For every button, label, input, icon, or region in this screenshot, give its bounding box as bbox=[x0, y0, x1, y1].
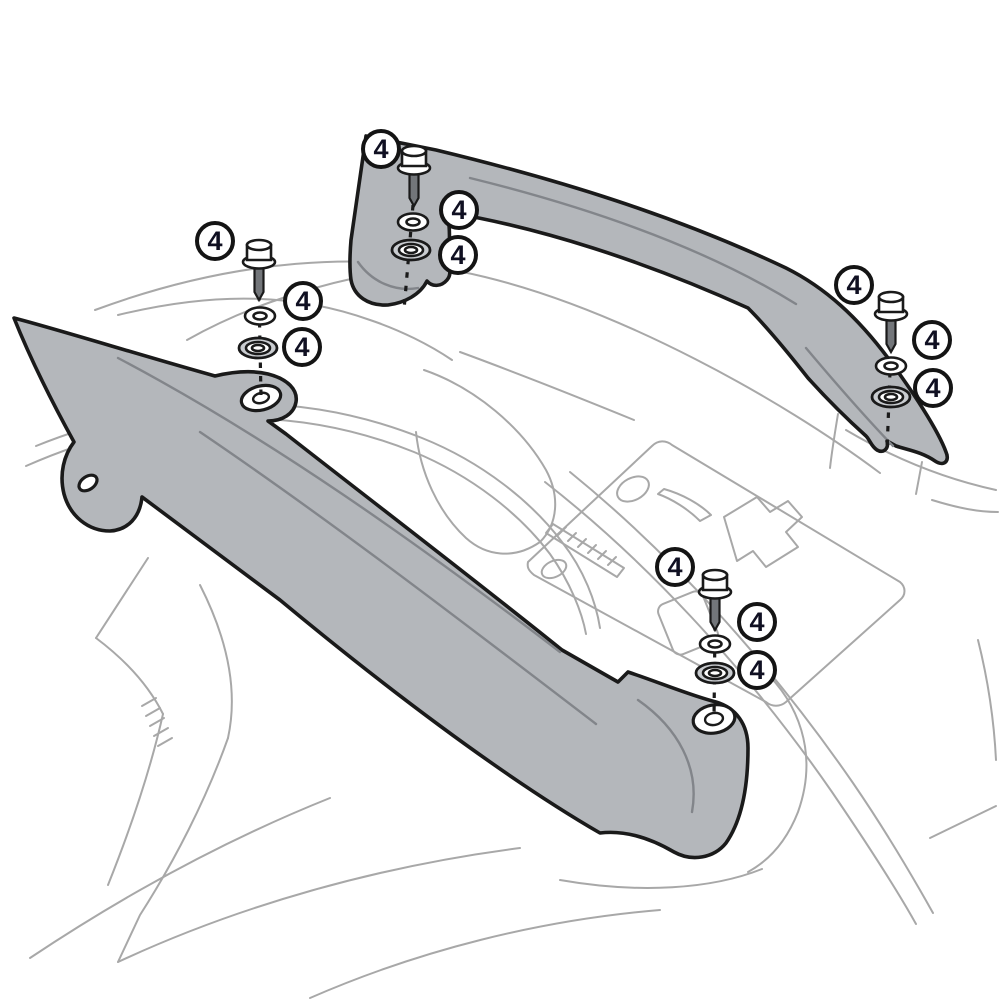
frame-hatched-slot bbox=[545, 523, 625, 578]
motorcycle-tail-linework bbox=[25, 260, 999, 999]
part-callout-4: 4 bbox=[737, 650, 777, 690]
washer-small bbox=[243, 306, 277, 326]
part-callout-4: 4 bbox=[282, 327, 322, 367]
frame-hole bbox=[616, 475, 650, 503]
flanged-bolt bbox=[241, 238, 277, 303]
washer-small bbox=[874, 356, 908, 376]
washer-small bbox=[396, 212, 430, 232]
part-callout-4: 4 bbox=[912, 320, 952, 360]
part-callout-4: 4 bbox=[283, 281, 323, 321]
part-callout-4: 4 bbox=[438, 235, 478, 275]
washer-large bbox=[390, 238, 432, 262]
part-callout-4: 4 bbox=[361, 129, 401, 169]
left-rack-bracket bbox=[12, 316, 750, 860]
flanged-bolt bbox=[396, 144, 432, 209]
frame-cutout bbox=[723, 496, 803, 568]
part-callout-4: 4 bbox=[195, 221, 235, 261]
washer-small bbox=[698, 634, 732, 654]
side-tab-hole bbox=[77, 473, 99, 493]
washer-large bbox=[237, 336, 279, 360]
part-callout-4: 4 bbox=[834, 265, 874, 305]
part-callout-4: 4 bbox=[655, 547, 695, 587]
part-callout-4: 4 bbox=[439, 190, 479, 230]
right-rack-bracket bbox=[348, 134, 950, 466]
part-callout-4: 4 bbox=[913, 368, 953, 408]
part-callout-4: 4 bbox=[737, 602, 777, 642]
washer-large bbox=[870, 385, 912, 409]
frame-slot bbox=[657, 488, 712, 522]
washer-large bbox=[694, 661, 736, 685]
flanged-bolt bbox=[873, 290, 909, 355]
flanged-bolt bbox=[697, 568, 733, 633]
